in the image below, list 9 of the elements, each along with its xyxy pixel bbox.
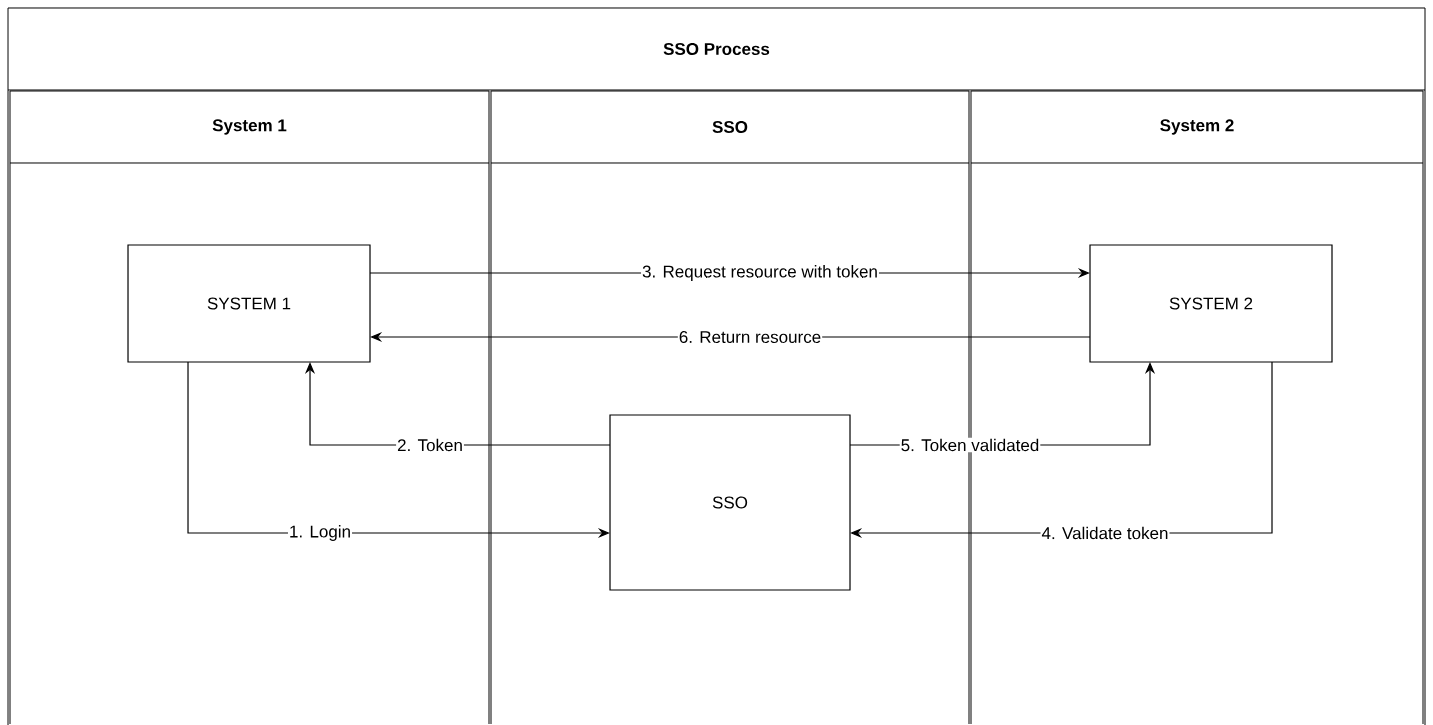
- process-box: SSO: [609, 414, 851, 591]
- edge-label: 3. Request resource with token: [641, 264, 879, 282]
- edge-label: 6. Return resource: [677, 330, 823, 344]
- edge-label: 5. Token validated: [899, 437, 1041, 453]
- edge-label: 4. Validate token: [1040, 525, 1170, 541]
- process-box: SYSTEM 1: [127, 244, 371, 363]
- process-box: SYSTEM 2: [1089, 244, 1333, 363]
- edge-label: 1. Login: [288, 524, 353, 542]
- edge-label: 2. Token: [396, 437, 464, 453]
